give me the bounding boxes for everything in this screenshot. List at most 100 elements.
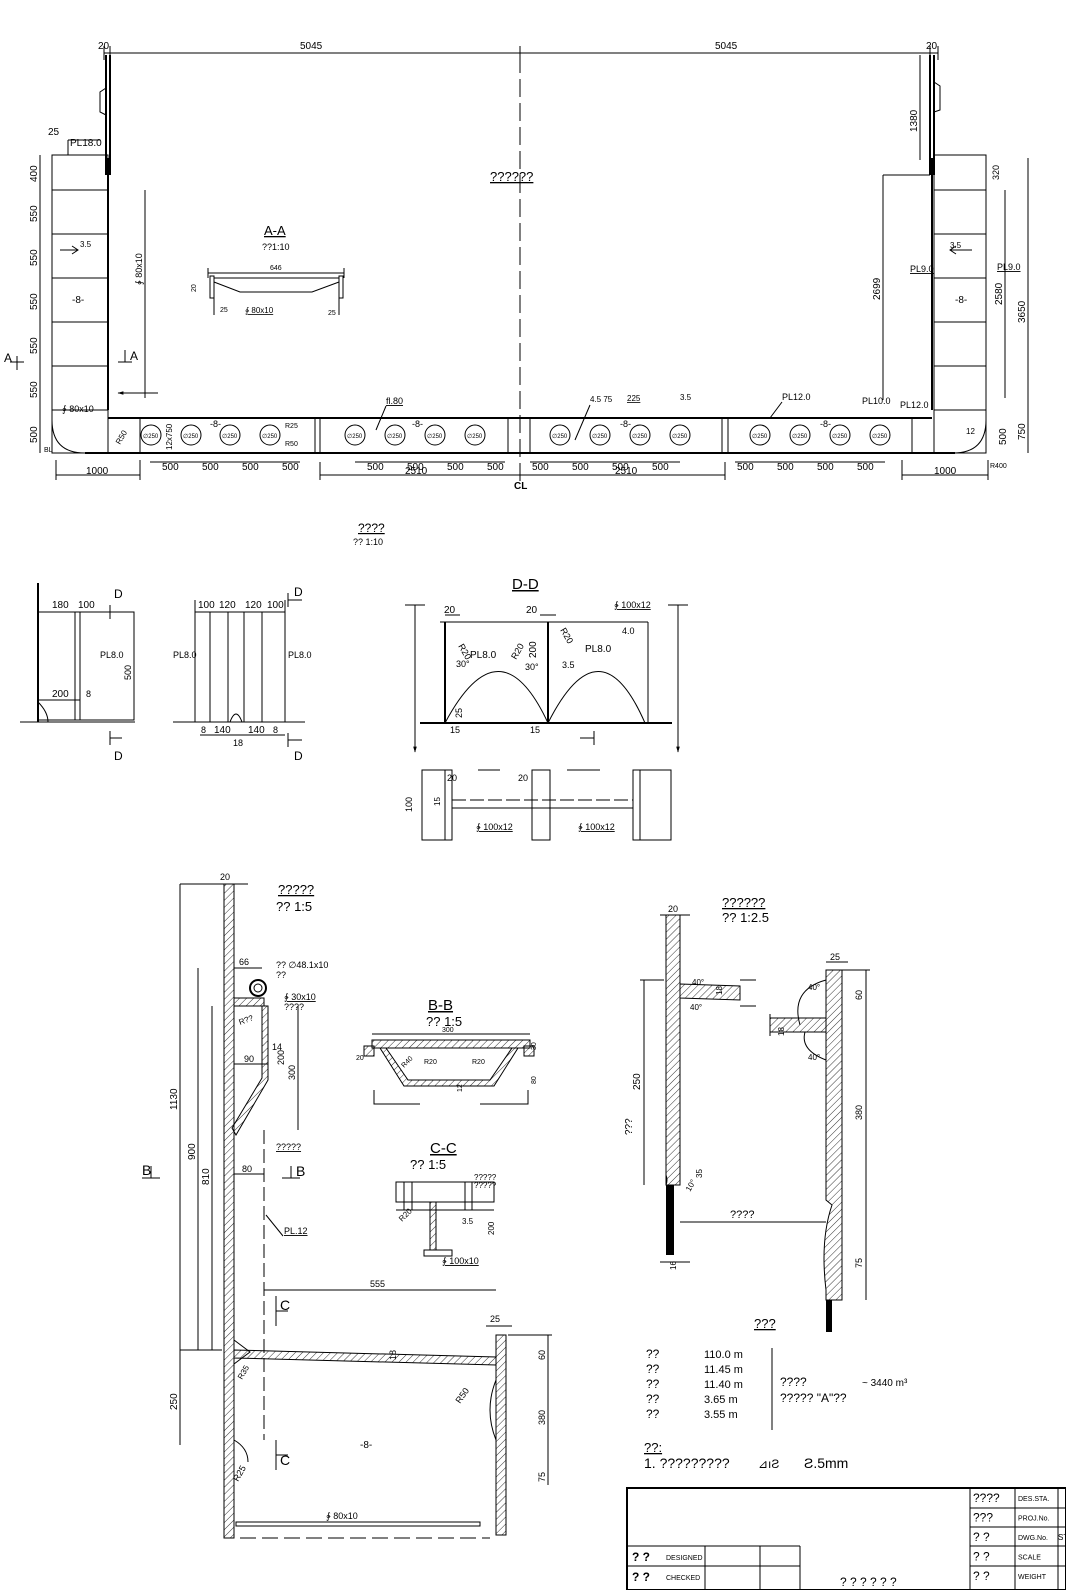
coaming-fb80: ∳ 80x10: [326, 1511, 358, 1521]
coaming-title: ?????: [278, 882, 314, 897]
coaming-dim-75: 75: [537, 1472, 547, 1482]
coaming-plate: [223, 883, 235, 1539]
coaming-dim-900: 900: [187, 1143, 198, 1160]
spacing-dim: 500: [407, 462, 424, 473]
particular-value: 110.0 m: [704, 1349, 743, 1361]
coaming-horizontal-stiffener: [233, 1349, 497, 1366]
hole-label: ∅250: [347, 433, 363, 440]
dd-r20-2: R20: [509, 642, 526, 661]
detail-mid-pl-left: PL8.0: [173, 650, 197, 660]
cl-label: CL: [514, 481, 527, 492]
coaming-arrow-c-top: C: [280, 1297, 290, 1313]
dd-dim-20b: 20: [526, 605, 538, 616]
detail-left-d-bottom: D: [114, 749, 123, 763]
detail-mid-bot-3: 140: [248, 725, 265, 736]
bottom-mark-8-4: -8-: [820, 419, 831, 429]
coaming-dim-555: 555: [370, 1279, 385, 1289]
coaming-bracket: [231, 1005, 269, 1137]
bottom-fl80: fl.80: [386, 396, 403, 406]
particular-label: ??: [646, 1407, 660, 1421]
hole-label: ∅250: [752, 433, 768, 440]
detail-right-scale: ?? 1:2.5: [722, 910, 769, 925]
section-bb-300: 300: [442, 1027, 454, 1034]
spacing-dim: 500: [857, 462, 874, 473]
lightening-holes: ∅250∅250∅250∅250∅250∅250∅250∅250∅250∅250…: [140, 424, 891, 446]
title-left-cn: ? ?: [632, 1570, 650, 1584]
coaming-dim-90: 90: [244, 1054, 254, 1064]
dd-plan-view: 100 15 20 20 ∳ 100x12 ∳ 100x12: [404, 769, 672, 841]
coaming-scale: ?? 1:5: [276, 899, 312, 914]
dim-top-right-5045: 5045: [715, 41, 738, 52]
right-pl12: PL12.0: [900, 400, 929, 410]
dd-dim-15b: 15: [530, 725, 540, 735]
hold-label: ??????: [490, 169, 533, 184]
section-bb-80: 80: [531, 1076, 538, 1084]
detail-right-side-label: ???: [624, 1118, 635, 1135]
section-aa-25a: 25: [220, 307, 228, 314]
title-left-cn: ? ?: [632, 1550, 650, 1564]
coaming-fb30-note: ????: [284, 1002, 304, 1012]
right-pl9-outer: PL9.0: [997, 262, 1021, 272]
hole-label: ∅250: [427, 433, 443, 440]
bottom-mark-8-1: -8-: [210, 419, 221, 429]
left-dim-550b: 550: [29, 249, 40, 266]
left-dim-12x750: 12x750: [165, 423, 174, 450]
notes-line-1: 1. ?????????: [644, 1455, 730, 1471]
coaming-dim-200: 200: [276, 1050, 286, 1065]
detail-right-25: 25: [830, 952, 840, 962]
bottom-r25: R25: [285, 423, 298, 430]
right-weld-35: 3.5: [950, 241, 962, 250]
dim-top-left-5045: 5045: [300, 41, 323, 52]
capacity-value: ~ 3440 m³: [862, 1378, 908, 1389]
coaming-dim-66: 66: [239, 957, 249, 967]
section-bb-12: 12: [457, 1084, 464, 1092]
section-bb: B-B ?? 1:5 300 20 R20 R20 R40 30 80 12: [356, 997, 538, 1105]
dd-plan-fb-right: ∳ 100x12: [578, 822, 615, 832]
section-cc-scale: ?? 1:5: [410, 1157, 446, 1172]
section-bb-20: 20: [356, 1055, 364, 1062]
notes: ??: 1. ????????? ⊿ıƧ Ƨ.5mm: [644, 1440, 848, 1471]
bl-label: BL: [44, 447, 53, 454]
lightening-hole: ∅250: [344, 424, 366, 446]
detail-right-40-1: 40°: [690, 1003, 702, 1012]
lightening-hole: ∅250: [384, 424, 406, 446]
coaming-dim-14: 14: [272, 1042, 282, 1052]
notes-weld-symbol: ⊿ıƧ: [758, 1457, 779, 1471]
detail-group: ???? ?? 1:10 180 100 PL8.0 500 200 8 D D…: [20, 521, 688, 841]
lightening-hole: ∅250: [589, 424, 611, 446]
coaming-r50: R50: [453, 1386, 471, 1405]
detail-left-200: 200: [52, 689, 69, 700]
detail-right-right-plate: [823, 969, 843, 1301]
detail-right-250: 250: [632, 1073, 643, 1090]
dd-plan-100: 100: [404, 797, 414, 812]
dd-plan-20a: 20: [447, 773, 457, 783]
right-dim-500: 500: [998, 428, 1009, 445]
left-dim-500: 500: [29, 426, 40, 443]
hole-label: ∅250: [872, 433, 888, 440]
particular-label: ??: [646, 1362, 660, 1376]
spacing-dim: 500: [777, 462, 794, 473]
right-dim-320: 320: [991, 165, 1001, 180]
bottom-weld-note: 4.5 75: [590, 395, 613, 404]
detail-mid-18: 18: [233, 738, 243, 748]
dd-pl-1: PL8.0: [470, 650, 497, 661]
left-weld-35: 3.5: [80, 240, 92, 249]
arrow-a-right: A: [130, 349, 138, 363]
dd-plan-20b: 20: [518, 773, 528, 783]
title-left-en: CHECKED: [666, 1575, 700, 1582]
dd-weld-40: 4.0: [622, 626, 635, 636]
detail-right-10: 10°: [684, 1178, 698, 1193]
bottom-mark-8-3: -8-: [620, 419, 631, 429]
midship-section: 20 5045 5045 20 ?????? CL PL18.0 25 4: [4, 41, 1029, 492]
detail-right-40-4: 40°: [692, 978, 704, 987]
left-fb-vertical: ∳ 80x10: [134, 253, 144, 285]
detail-right-title: ??????: [722, 895, 765, 910]
coaming-dim-18: 18: [388, 1350, 398, 1360]
notes-title: ??:: [644, 1440, 662, 1455]
dd-r20-3: R20: [558, 626, 575, 645]
right-pl10: PL10.0: [862, 396, 891, 406]
detail-right-18a: 18: [715, 986, 724, 995]
coaming-dim-1130: 1130: [169, 1088, 180, 1110]
spacing-dim: 500: [447, 462, 464, 473]
hole-label: ∅250: [387, 433, 403, 440]
